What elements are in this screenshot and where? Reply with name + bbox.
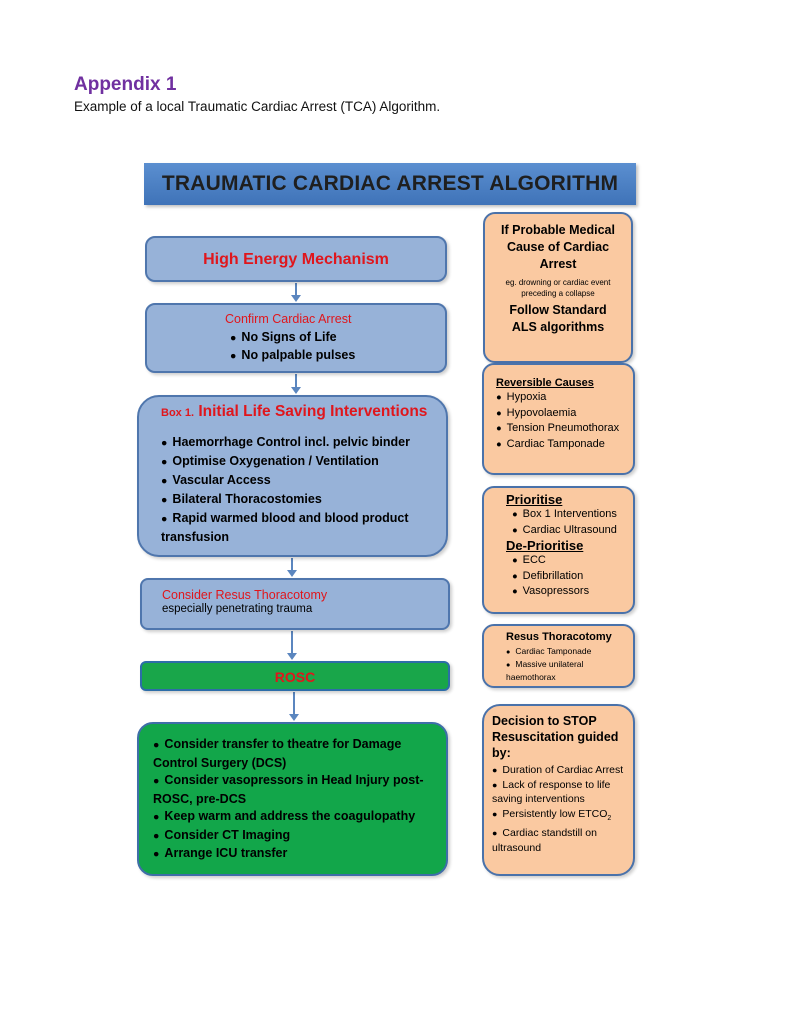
list-item: Haemorrhage Control incl. pelvic binder bbox=[161, 433, 434, 452]
list-item: Cardiac Tamponade bbox=[506, 645, 633, 658]
resus-thoracotomy-box: Consider Resus Thoracotomy especially pe… bbox=[140, 578, 450, 630]
list-item: Vascular Access bbox=[161, 471, 434, 490]
list-item: Massive unilateral haemothorax bbox=[506, 658, 633, 683]
etco-subscript: 2 bbox=[607, 814, 612, 822]
prioritise-list: Box 1 Interventions Cardiac Ultrasound bbox=[506, 507, 633, 538]
algorithm-banner: TRAUMATIC CARDIAC ARREST ALGORITHM bbox=[144, 163, 636, 205]
list-item: Box 1 Interventions bbox=[512, 507, 633, 523]
initial-interventions-title: Initial Life Saving Interventions bbox=[198, 403, 428, 420]
list-item: Duration of Cardiac Arrest bbox=[492, 763, 629, 778]
appendix-title: Appendix 1 bbox=[74, 74, 177, 95]
list-item: Keep warm and address the coagulopathy bbox=[153, 808, 436, 827]
decision-to-stop-title: Decision to STOP Resuscitation guided by… bbox=[492, 714, 619, 760]
arrow-head bbox=[289, 714, 299, 721]
list-item: Bilateral Thoracostomies bbox=[161, 490, 434, 509]
reversible-causes-title: Reversible Causes bbox=[496, 377, 594, 389]
initial-interventions-header: Box 1. Initial Life Saving Interventions bbox=[161, 403, 434, 421]
list-item: Cardiac Ultrasound bbox=[512, 523, 633, 539]
list-item: No Signs of Life bbox=[230, 329, 445, 347]
list-item: Cardiac Tamponade bbox=[496, 437, 633, 453]
prioritise-title: Prioritise bbox=[506, 492, 563, 507]
arrow-head bbox=[287, 653, 297, 660]
arrow-line bbox=[295, 374, 297, 387]
arrow-line bbox=[291, 558, 293, 571]
confirm-cardiac-arrest-box: Confirm Cardiac Arrest No Signs of Life … bbox=[145, 303, 447, 373]
follow-als-label: Follow Standard ALS algorithms bbox=[509, 303, 607, 334]
reversible-causes-box: Reversible Causes Hypoxia Hypovolaemia T… bbox=[482, 363, 635, 475]
medical-cause-box: If Probable Medical Cause of Cardiac Arr… bbox=[483, 212, 633, 363]
decision-list: Duration of Cardiac Arrest Lack of respo… bbox=[492, 763, 629, 855]
arrow-line bbox=[291, 631, 293, 654]
post-rosc-box: Consider transfer to theatre for Damage … bbox=[137, 722, 448, 876]
high-energy-mechanism-label: High Energy Mechanism bbox=[203, 251, 389, 268]
rosc-label: ROSC bbox=[274, 669, 316, 685]
list-item: Optimise Oxygenation / Ventilation bbox=[161, 452, 434, 471]
initial-interventions-box: Box 1. Initial Life Saving Interventions… bbox=[137, 395, 448, 557]
arrow-head bbox=[291, 387, 301, 394]
medical-cause-note: eg. drowning or cardiac event preceding … bbox=[505, 278, 611, 298]
list-item: Hypoxia bbox=[496, 390, 633, 406]
etco-label: Persistently low ETCO bbox=[502, 807, 608, 820]
resus-thoracotomy-subtitle: especially penetrating trauma bbox=[162, 603, 313, 615]
box-prefix: Box 1. bbox=[161, 407, 195, 419]
thoracotomy-indications-list: Cardiac Tamponade Massive unilateral hae… bbox=[506, 645, 633, 683]
arrow-head bbox=[291, 295, 301, 302]
confirm-cardiac-arrest-title: Confirm Cardiac Arrest bbox=[225, 312, 352, 326]
list-item: Rapid warmed blood and blood product tra… bbox=[161, 509, 434, 546]
confirm-list: No Signs of Life No palpable pulses bbox=[225, 329, 445, 365]
reversible-causes-list: Hypoxia Hypovolaemia Tension Pneumothora… bbox=[496, 390, 633, 452]
prioritise-box: Prioritise Box 1 Interventions Cardiac U… bbox=[482, 486, 635, 614]
list-item: Defibrillation bbox=[512, 569, 633, 585]
high-energy-mechanism-box: High Energy Mechanism bbox=[145, 236, 447, 282]
arrow-line bbox=[293, 692, 295, 714]
rosc-box: ROSC bbox=[140, 661, 450, 691]
resus-thoracotomy-indications-box: Resus Thoracotomy Cardiac Tamponade Mass… bbox=[482, 624, 635, 688]
medical-cause-title: If Probable Medical Cause of Cardiac Arr… bbox=[501, 223, 615, 271]
thoracotomy-indications-title: Resus Thoracotomy bbox=[506, 631, 612, 643]
list-item: Arrange ICU transfer bbox=[153, 845, 436, 864]
list-item: Consider CT Imaging bbox=[153, 827, 436, 846]
arrow-head bbox=[287, 570, 297, 577]
list-item: Cardiac standstill on ultrasound bbox=[492, 826, 629, 855]
list-item: Consider vasopressors in Head Injury pos… bbox=[153, 772, 436, 808]
interventions-list: Haemorrhage Control incl. pelvic binder … bbox=[161, 433, 434, 546]
list-item: Consider transfer to theatre for Damage … bbox=[153, 736, 436, 772]
list-item: No palpable pulses bbox=[230, 347, 445, 365]
list-item: Tension Pneumothorax bbox=[496, 421, 633, 437]
resus-thoracotomy-title: Consider Resus Thoracotomy bbox=[162, 588, 328, 602]
list-item: Lack of response to life saving interven… bbox=[492, 778, 629, 807]
post-rosc-list: Consider transfer to theatre for Damage … bbox=[153, 736, 436, 864]
de-prioritise-list: ECC Defibrillation Vasopressors bbox=[506, 553, 633, 600]
list-item: Persistently low ETCO2 bbox=[492, 807, 629, 827]
de-prioritise-title: De-Prioritise bbox=[506, 538, 584, 553]
list-item: ECC bbox=[512, 553, 633, 569]
arrow-line bbox=[295, 283, 297, 296]
list-item: Hypovolaemia bbox=[496, 406, 633, 422]
appendix-caption: Example of a local Traumatic Cardiac Arr… bbox=[74, 99, 441, 114]
decision-to-stop-box: Decision to STOP Resuscitation guided by… bbox=[482, 704, 635, 876]
list-item: Vasopressors bbox=[512, 584, 633, 600]
